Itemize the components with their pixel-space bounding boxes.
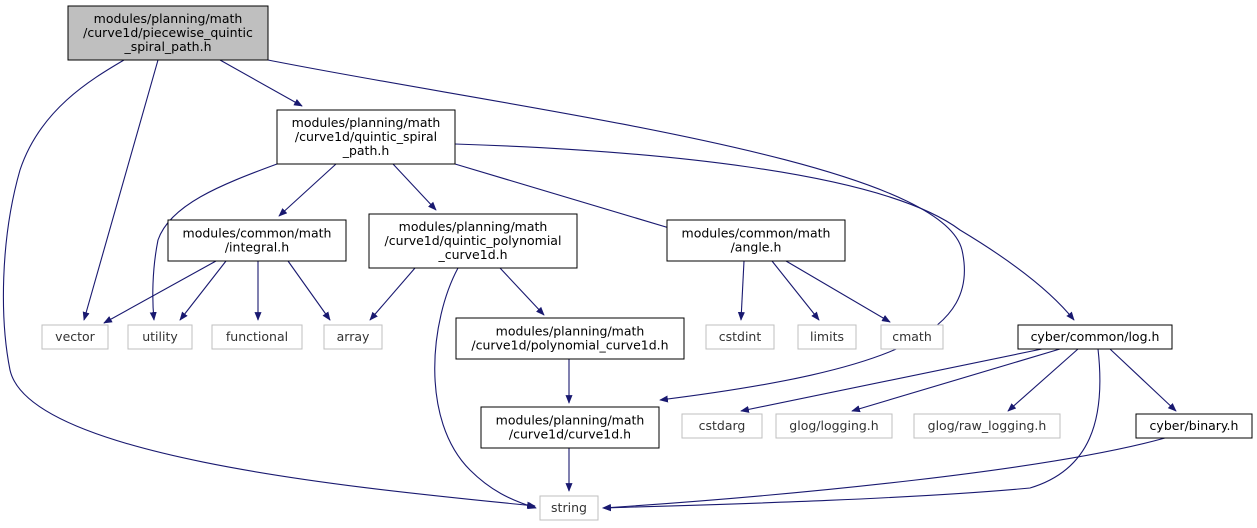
node-quintic-polynomial-curve1d[interactable]: modules/planning/math/curve1d/quintic_po… bbox=[368, 213, 578, 269]
node-glog-logging: glog/logging.h bbox=[775, 413, 893, 439]
node-box bbox=[666, 219, 846, 262]
node-functional: functional bbox=[211, 324, 303, 350]
dependency-edge bbox=[287, 260, 331, 321]
node-label: modules/common/math bbox=[183, 226, 332, 241]
node-box bbox=[276, 109, 456, 165]
node-box bbox=[368, 213, 578, 269]
node-polynomial-curve1d[interactable]: modules/planning/math/curve1d/polynomial… bbox=[455, 317, 685, 360]
node-box bbox=[539, 495, 599, 521]
dependency-edge bbox=[1007, 348, 1079, 412]
dependency-edge bbox=[369, 267, 416, 321]
node-cstdarg: cstdarg bbox=[681, 413, 763, 439]
node-label: /curve1d/polynomial_curve1d.h bbox=[471, 338, 668, 353]
node-label: limits bbox=[810, 329, 844, 344]
node-integral[interactable]: modules/common/math/integral.h bbox=[167, 219, 347, 262]
node-label: _path.h bbox=[342, 143, 390, 158]
node-label: /curve1d/piecewise_quintic bbox=[83, 25, 253, 40]
node-box bbox=[455, 317, 685, 360]
node-label: /curve1d/quintic_polynomial bbox=[385, 233, 562, 248]
dependency-edge bbox=[219, 59, 303, 107]
node-box bbox=[1017, 324, 1173, 350]
node-glog-raw-logging: glog/raw_logging.h bbox=[913, 413, 1061, 439]
node-box bbox=[681, 413, 763, 439]
node-label: /integral.h bbox=[225, 240, 289, 255]
dependency-edge bbox=[771, 260, 820, 321]
node-label: cyber/common/log.h bbox=[1031, 329, 1160, 344]
node-piecewise-quintic-spiral-path[interactable]: modules/planning/math/curve1d/piecewise_… bbox=[67, 5, 269, 61]
node-utility: utility bbox=[127, 324, 193, 350]
node-angle[interactable]: modules/common/math/angle.h bbox=[666, 219, 846, 262]
dependency-edge bbox=[434, 267, 537, 510]
node-curve1d[interactable]: modules/planning/math/curve1d/curve1d.h bbox=[480, 406, 660, 449]
node-binary[interactable]: cyber/binary.h bbox=[1135, 413, 1253, 439]
node-box bbox=[1135, 413, 1253, 439]
node-cmath: cmath bbox=[880, 324, 944, 350]
dependency-edge bbox=[785, 260, 891, 323]
node-quintic-spiral-path[interactable]: modules/planning/math/curve1d/quintic_sp… bbox=[276, 109, 456, 165]
node-label: modules/planning/math bbox=[496, 324, 645, 339]
node-string: string bbox=[539, 495, 599, 521]
node-label: functional bbox=[226, 329, 288, 344]
dependency-edge bbox=[740, 348, 1043, 413]
node-box bbox=[211, 324, 303, 350]
node-array: array bbox=[323, 324, 383, 350]
node-label: modules/planning/math bbox=[399, 219, 548, 234]
node-box bbox=[480, 406, 660, 449]
node-box bbox=[775, 413, 893, 439]
node-label: _spiral_path.h bbox=[123, 39, 211, 54]
dependency-edge bbox=[2, 59, 536, 509]
dependency-edge bbox=[103, 260, 217, 324]
dependency-edge bbox=[499, 267, 545, 316]
node-label: array bbox=[337, 329, 370, 344]
node-label: modules/common/math bbox=[682, 226, 831, 241]
node-label: cmath bbox=[892, 329, 932, 344]
node-label: modules/planning/math bbox=[496, 413, 645, 428]
node-box bbox=[167, 219, 347, 262]
node-box bbox=[880, 324, 944, 350]
node-box bbox=[913, 413, 1061, 439]
node-log[interactable]: cyber/common/log.h bbox=[1017, 324, 1173, 350]
dependency-edge bbox=[851, 348, 1061, 413]
node-box bbox=[41, 324, 109, 350]
dependency-edge bbox=[454, 163, 677, 232]
node-box bbox=[323, 324, 383, 350]
node-label: /curve1d/quintic_spiral bbox=[295, 129, 437, 144]
nodes-layer: modules/planning/math/curve1d/piecewise_… bbox=[41, 5, 1253, 521]
node-box bbox=[797, 324, 857, 350]
node-label: string bbox=[551, 500, 587, 515]
dependency-edge bbox=[267, 59, 965, 403]
node-label: modules/planning/math bbox=[292, 115, 441, 130]
node-label: /curve1d/curve1d.h bbox=[509, 427, 631, 442]
dependency-edge bbox=[602, 348, 1101, 512]
node-box bbox=[705, 324, 775, 350]
edges-layer bbox=[2, 59, 1177, 512]
dependency-edge bbox=[1109, 348, 1177, 412]
dependency-edge bbox=[392, 163, 437, 211]
dependency-edge bbox=[602, 437, 1166, 511]
node-label: glog/logging.h bbox=[789, 418, 878, 433]
dependency-edge bbox=[82, 59, 159, 321]
node-label: utility bbox=[142, 329, 178, 344]
node-box bbox=[67, 5, 269, 61]
dependency-edge bbox=[454, 143, 1075, 321]
node-label: /angle.h bbox=[731, 240, 782, 255]
node-label: glog/raw_logging.h bbox=[928, 418, 1047, 433]
dependency-edge bbox=[737, 260, 745, 321]
node-cstdint: cstdint bbox=[705, 324, 775, 350]
node-limits: limits bbox=[797, 324, 857, 350]
node-label: vector bbox=[55, 329, 96, 344]
node-box bbox=[127, 324, 193, 350]
dependency-edge bbox=[179, 260, 227, 321]
dependency-edge bbox=[149, 163, 278, 321]
node-label: cstdint bbox=[719, 329, 762, 344]
dependency-edge bbox=[278, 163, 337, 217]
node-label: cyber/binary.h bbox=[1150, 418, 1239, 433]
node-label: _curve1d.h bbox=[437, 247, 507, 262]
node-label: cstdarg bbox=[699, 418, 746, 433]
node-vector: vector bbox=[41, 324, 109, 350]
node-label: modules/planning/math bbox=[94, 11, 243, 26]
